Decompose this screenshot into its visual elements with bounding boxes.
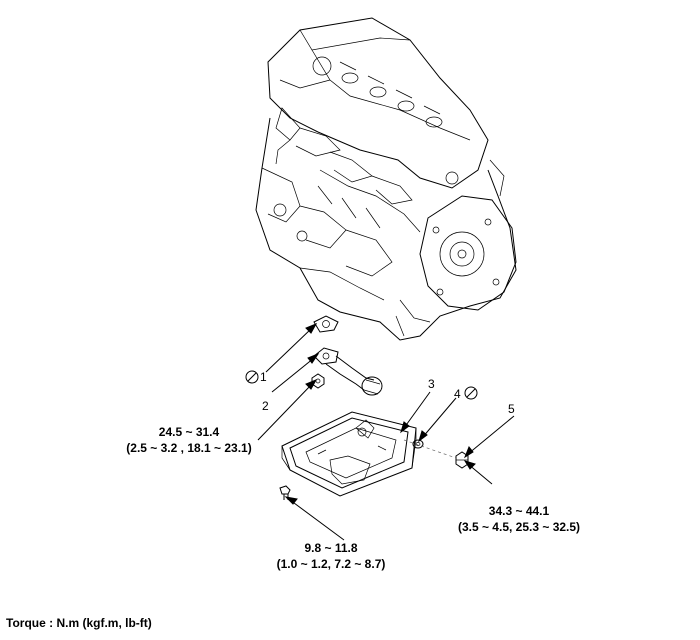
torque-pan-bolt-value: 9.8 ~ 11.8 — [304, 541, 357, 555]
do-not-reuse-icon — [464, 386, 478, 400]
oil-screen-gasket — [313, 315, 339, 333]
torque-oil-screen-value: 24.5 ~ 31.4 — [159, 425, 220, 439]
torque-unit-note: Torque : N.m (kgf.m, lb-ft) — [6, 616, 152, 630]
do-not-reuse-icon — [245, 370, 259, 384]
oil-screen — [313, 347, 383, 396]
torque-drain-plug-conversion: (3.5 ~ 4.5, 25.3 ~ 32.5) — [458, 520, 580, 534]
oil-pan — [281, 411, 417, 497]
engine-assembly — [255, 17, 517, 341]
torque-drain-plug-value: 34.3 ~ 44.1 — [489, 504, 550, 518]
callout-2: 2 — [262, 399, 269, 413]
callout-3: 3 — [428, 377, 435, 391]
torque-pan-bolt-conversion: (1.0 ~ 1.2, 7.2 ~ 8.7) — [277, 557, 386, 571]
leader-lines — [257, 323, 515, 541]
callout-5: 5 — [508, 402, 515, 416]
callout-1: 1 — [260, 370, 267, 384]
callout-4: 4 — [454, 387, 461, 401]
torque-oil-screen-conversion: (2.5 ~ 3.2 , 18.1 ~ 23.1) — [126, 441, 251, 455]
assembly-axis-line — [403, 439, 457, 459]
